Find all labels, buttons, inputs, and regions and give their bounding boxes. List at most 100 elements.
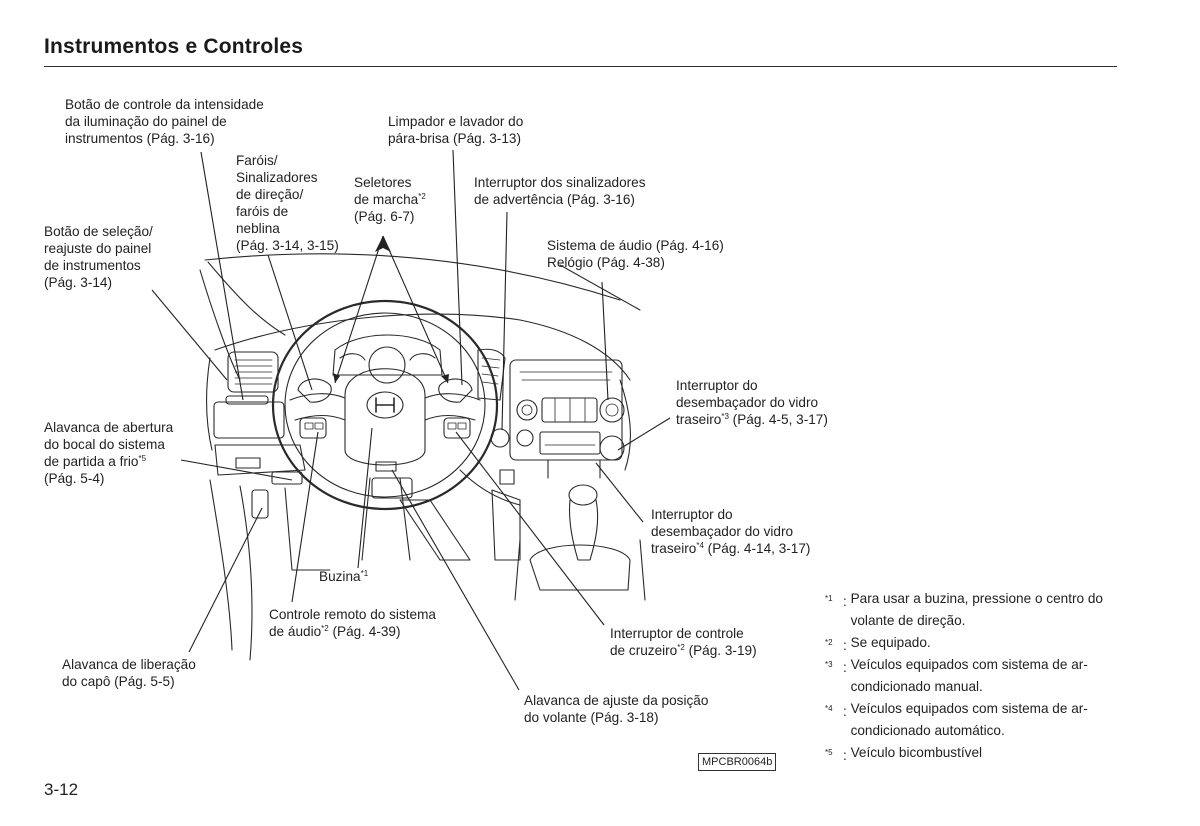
footnote-text: Para usar a buzina, pressione o centro d… (850, 591, 1103, 628)
label-line: Alavanca de ajuste da posição (524, 693, 709, 708)
label-line: de marcha*2 (354, 191, 426, 208)
footnote-text: Veículo bicombustível (850, 745, 983, 760)
footnote-text: Veículos equipados com sistema de ar-con… (850, 657, 1088, 694)
label-text: de cruzeiro (610, 643, 678, 658)
label-line: Relógio (Pág. 4-38) (547, 255, 665, 270)
footnote-mark: *2 (825, 638, 833, 647)
label-defrost-manual: Interruptor do desembaçador do vidro tra… (676, 377, 828, 428)
label-line: Sistema de áudio (Pág. 4-16) (547, 238, 724, 253)
label-defrost-automatic: Interruptor do desembaçador do vidro tra… (651, 506, 810, 557)
hood-lever-drawing (251, 489, 269, 519)
label-line: Botão de controle da intensidade (65, 97, 264, 112)
footnote-mark: *1 (825, 594, 833, 603)
leader-cruise (455, 431, 605, 626)
footnote-mark: *2 (677, 643, 685, 652)
footnote-mark: *4 (696, 541, 704, 550)
leader-headlights (267, 254, 313, 391)
label-line: traseiro*4 (Pág. 4-14, 3-17) (651, 540, 810, 557)
label-audio-clock: Sistema de áudio (Pág. 4-16) Relógio (Pá… (547, 237, 724, 271)
label-line: traseiro*3 (Pág. 4-5, 3-17) (676, 411, 828, 428)
leader-remote (291, 431, 319, 603)
label-text: de marcha (354, 192, 419, 207)
leader-hazard (501, 211, 508, 431)
label-line: neblina (236, 221, 280, 236)
label-line: (Pág. 5-4) (44, 471, 105, 486)
footnote-mark: *3 (721, 412, 729, 421)
label-gear-selector: Seletores de marcha*2 (Pág. 6-7) (354, 174, 426, 225)
footnote-mark: *1 (360, 569, 369, 578)
footnote-text: Veículos equipados com sistema de ar-con… (850, 701, 1088, 738)
label-horn: Buzina*1 (319, 568, 368, 585)
leader-gear-right (382, 235, 449, 384)
footnote-mark: *5 (138, 454, 147, 463)
label-line: Seletores (354, 175, 412, 190)
footnote-item: *1: Para usar a buzina, pressione o cent… (825, 588, 1121, 632)
label-line: do bocal do sistema (44, 437, 165, 452)
label-line: de partida a frio*5 (44, 453, 173, 470)
label-line: do capô (Pág. 5-5) (62, 674, 175, 689)
label-line: Sinalizadores (236, 170, 318, 185)
leader-fuel (180, 459, 293, 481)
label-steering-adjust: Alavanca de ajuste da posição do volante… (524, 692, 708, 726)
leader-illumination (200, 151, 244, 401)
label-line: (Pág. 3-14) (44, 275, 113, 290)
label-line: reajuste do painel (44, 241, 152, 256)
footnote-mark: *4 (825, 704, 833, 713)
footnote-item: *2: Se equipado. (825, 632, 1121, 657)
label-text: de áudio (269, 624, 322, 639)
label-line: (Pág. 6-7) (354, 209, 415, 224)
fuel-lever-drawing (271, 471, 303, 485)
label-line: Faróis/ (236, 153, 278, 168)
page-title: Instrumentos e Controles (44, 35, 304, 58)
label-line: pára-brisa (Pág. 3-13) (388, 131, 521, 146)
label-line: (Pág. 3-14, 3-15) (236, 238, 339, 253)
label-text: de partida a frio (44, 454, 139, 469)
label-line: desembaçador do vidro (676, 395, 819, 410)
label-illumination-control: Botão de controle da intensidade da ilum… (65, 96, 264, 147)
label-line: de advertência (Pág. 3-16) (474, 192, 635, 207)
label-line: Limpador e lavador do (388, 114, 524, 129)
footnote-mark: *3 (825, 660, 833, 669)
label-text: (Pág. 4-14, 3-17) (703, 541, 811, 556)
footnote-item: *5: Veículo bicombustível (825, 742, 1121, 767)
leader-steering-adjust (391, 469, 520, 691)
label-line: do volante (Pág. 3-18) (524, 710, 659, 725)
label-headlights: Faróis/ Sinalizadores de direção/ faróis… (236, 152, 339, 254)
title-rule (44, 66, 1117, 67)
label-line: faróis de (236, 204, 289, 219)
footnote-mark: *5 (825, 748, 833, 757)
windshield-outline (204, 253, 621, 301)
footnote-mark: *2 (321, 624, 329, 633)
page-number: 3-12 (44, 780, 79, 799)
label-line: de áudio*2 (Pág. 4-39) (269, 623, 436, 640)
figure-code: MPCBR0064b (698, 753, 777, 771)
label-line: Botão de seleção/ (44, 224, 153, 239)
hazard-button (490, 428, 510, 448)
leader-defrost4 (595, 462, 644, 523)
label-selector-button: Botão de seleção/ reajuste do painel de … (44, 223, 153, 291)
leader-horn (357, 427, 373, 569)
dashboard-top (214, 313, 631, 381)
steering-wheel-rim (271, 299, 499, 511)
label-line: Interruptor dos sinalizadores (474, 175, 646, 190)
label-line: de cruzeiro*2 (Pág. 3-19) (610, 642, 757, 659)
leader-selector (151, 289, 228, 381)
label-cruise-control: Interruptor de controle de cruzeiro*2 (P… (610, 625, 757, 659)
leader-gear-left (334, 235, 384, 384)
footnote-item: *4: Veículos equipados com sistema de ar… (825, 698, 1121, 742)
label-line: instrumentos (Pág. 3-16) (65, 131, 215, 146)
footnote-item: *3: Veículos equipados com sistema de ar… (825, 654, 1121, 698)
leader-wiper (452, 149, 463, 386)
label-audio-remote: Controle remoto do sistema de áudio*2 (P… (269, 606, 436, 640)
label-text: (Pág. 3-19) (684, 643, 757, 658)
label-line: da iluminação do painel de (65, 114, 227, 129)
leader-hood (188, 507, 263, 653)
footnote-mark: *2 (418, 192, 426, 201)
label-line: Interruptor do (651, 507, 733, 522)
label-line: desembaçador do vidro (651, 524, 794, 539)
volume-knob (599, 397, 625, 423)
label-text: (Pág. 4-39) (328, 624, 401, 639)
audio-unit (509, 359, 623, 461)
label-text: traseiro (676, 412, 722, 427)
